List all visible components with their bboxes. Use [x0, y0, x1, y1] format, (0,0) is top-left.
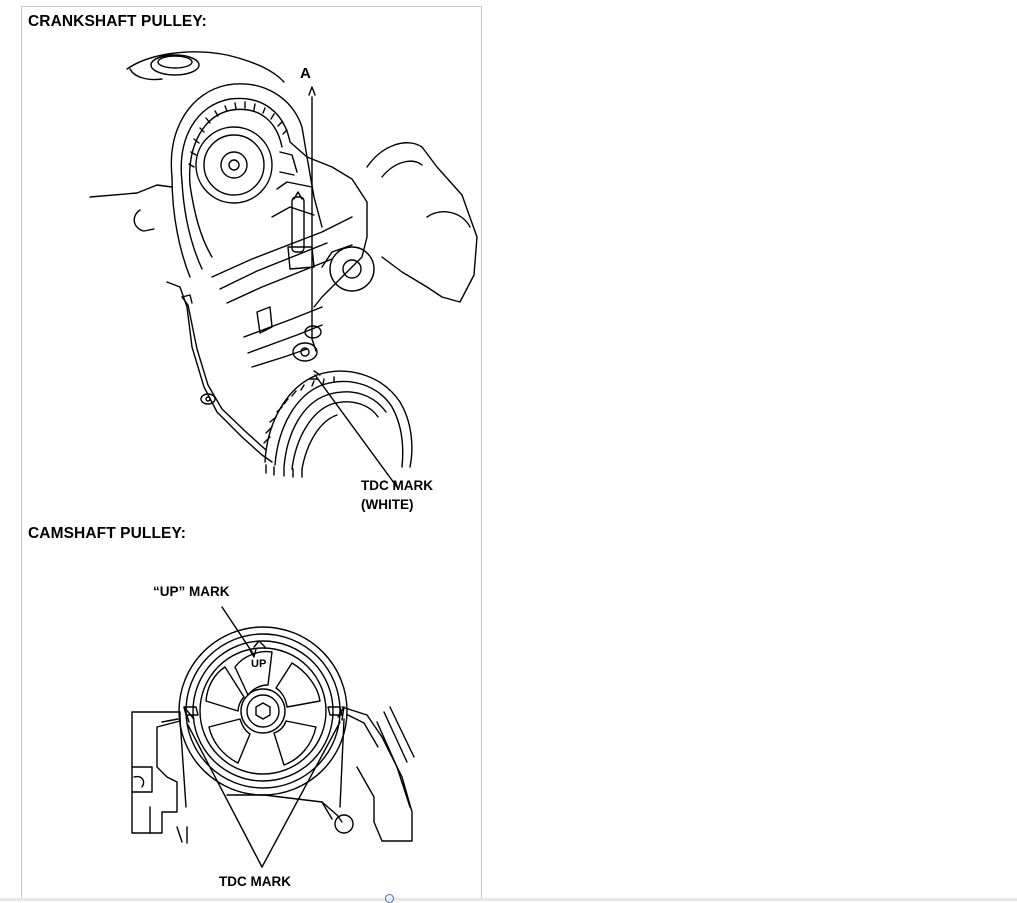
up-mark-label: “UP” MARK [153, 584, 230, 599]
tdc-leader-right [262, 722, 340, 867]
camshaft-pulley-heading: CAMSHAFT PULLEY: [28, 525, 187, 542]
up-mark-leader [222, 607, 254, 655]
camshaft-illustration [22, 7, 482, 899]
crankshaft-illustration [22, 7, 482, 517]
alternator-outline [367, 143, 477, 302]
left-cylinder-head [132, 712, 180, 833]
cam-tdc-mark-label: TDC MARK [219, 874, 291, 889]
diagram-panel: CRANKSHAFT PULLEY: [21, 6, 482, 899]
tdc-mark-white-label: (WHITE) [361, 497, 414, 512]
bottom-divider [0, 898, 1017, 901]
oil-filler-cap [151, 55, 199, 75]
timing-cover [171, 84, 307, 177]
camshaft-pulley-hub [241, 689, 285, 733]
right-cylinder-head [342, 707, 412, 841]
scroll-indicator-icon[interactable] [385, 894, 394, 903]
pointer-a-label: A [300, 65, 311, 82]
pointer-post [292, 197, 304, 252]
cam-pulley [196, 127, 272, 203]
tdc-mark-label: TDC MARK [361, 478, 433, 493]
hub-bolt [256, 703, 270, 719]
crankshaft-pulley-heading: CRANKSHAFT PULLEY: [28, 13, 207, 30]
tdc-mark-leader [315, 375, 397, 487]
engine-block-outline [127, 52, 284, 82]
camshaft-pulley-rim [193, 641, 333, 781]
tdc-leader-left [188, 725, 262, 867]
pulley-up-text: UP [251, 658, 267, 670]
timing-belt [181, 98, 290, 182]
